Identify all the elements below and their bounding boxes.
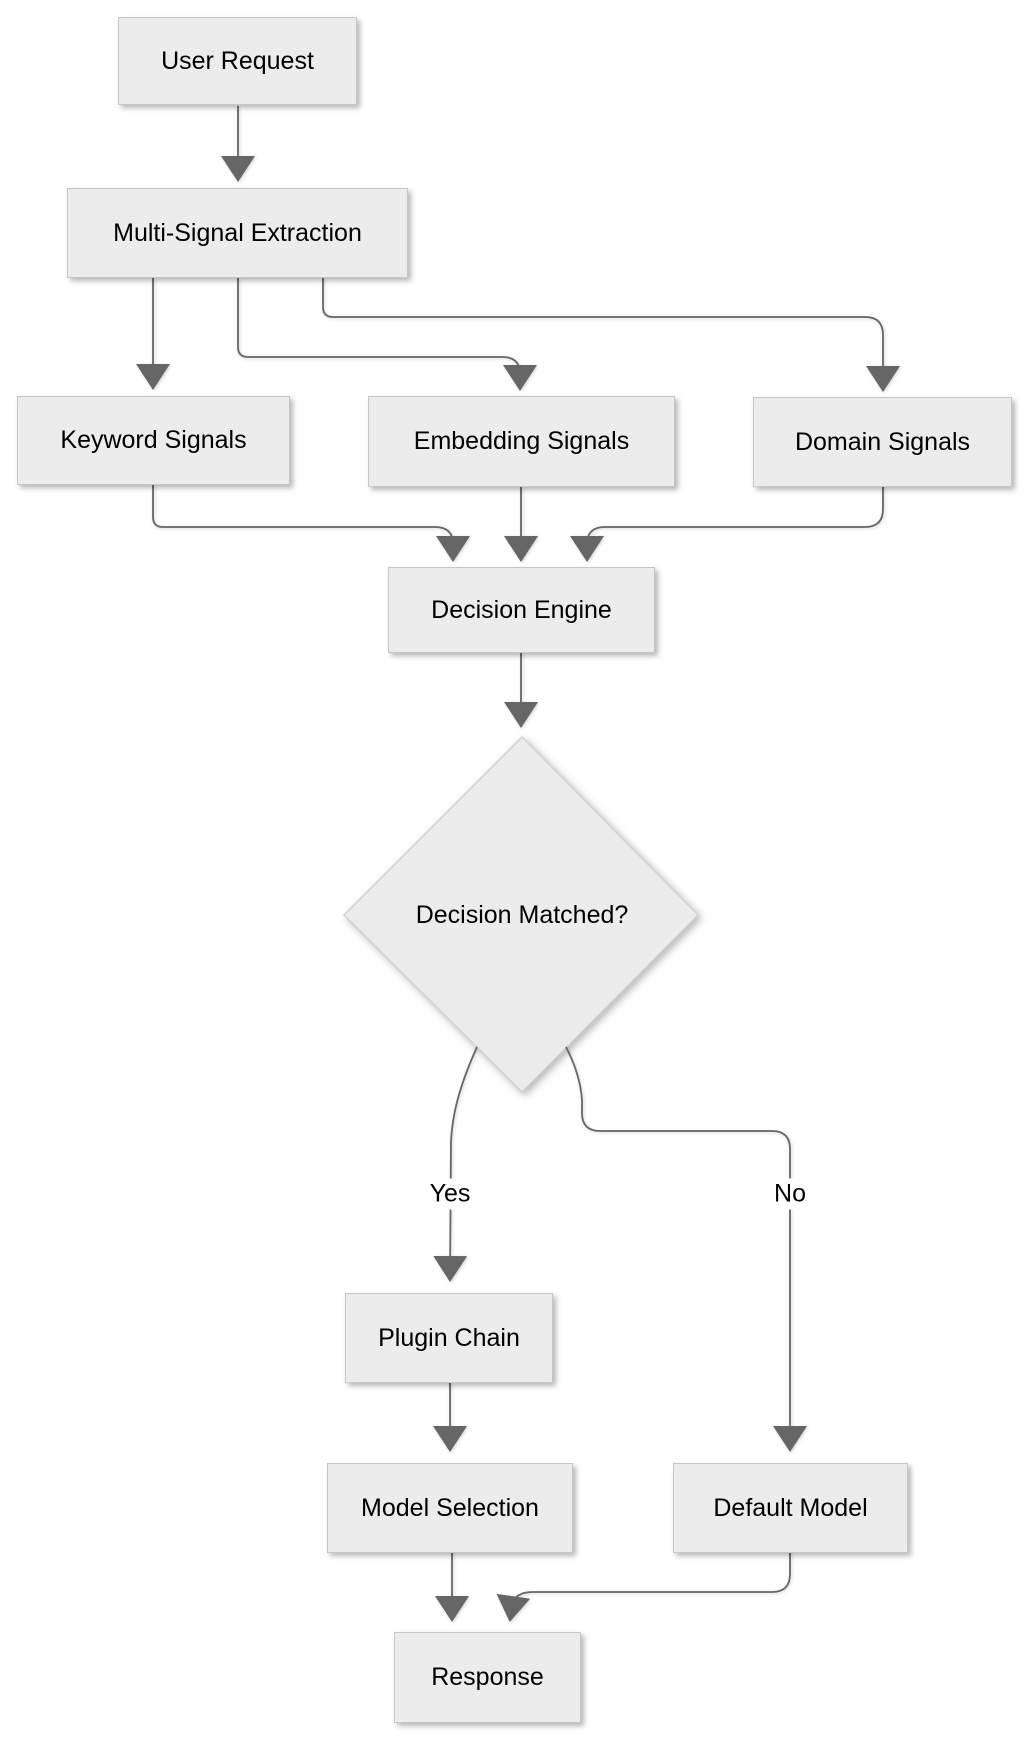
edge-diamond-no-to-default-model [565, 1046, 807, 1452]
node-decision-engine: Decision Engine [388, 567, 655, 653]
edge-multi-signal-to-domain [322, 278, 900, 392]
node-keyword-signals: Keyword Signals [17, 396, 290, 485]
edge-diamond-yes-to-plugin-chain [433, 1046, 478, 1282]
node-plugin-chain: Plugin Chain [345, 1293, 553, 1383]
edge-label-yes: Yes [421, 1178, 479, 1210]
edge-multi-signal-to-embedding [237, 278, 537, 391]
node-user-request-label: User Request [161, 46, 314, 75]
node-domain-signals-label: Domain Signals [794, 427, 971, 456]
node-embedding-signals-label: Embedding Signals [413, 427, 630, 455]
node-embedding-signals: Embedding Signals [368, 396, 675, 487]
node-plugin-chain-label: Plugin Chain [378, 1323, 520, 1352]
node-decision-engine-label: Decision Engine [431, 595, 612, 624]
node-decision-matched-label-box: Decision Matched? [372, 890, 672, 940]
node-response-label: Response [431, 1663, 544, 1691]
node-model-selection-label: Model Selection [361, 1493, 539, 1522]
edge-keyword-to-decision-engine [152, 485, 470, 562]
node-domain-signals: Domain Signals [753, 397, 1012, 487]
node-response: Response [394, 1632, 581, 1723]
node-default-model-label: Default Model [713, 1493, 868, 1522]
edge-domain-to-decision-engine [570, 487, 884, 562]
node-model-selection: Model Selection [327, 1463, 573, 1553]
edge-label-no: No [766, 1178, 814, 1210]
node-multi-signal-extraction: Multi-Signal Extraction [67, 188, 408, 278]
node-keyword-signals-label: Keyword Signals [60, 426, 247, 454]
node-decision-matched-label: Decision Matched? [415, 900, 629, 929]
decision-matched-diamond-shape [342, 735, 700, 1094]
edge-default-model-to-response [496, 1553, 791, 1622]
node-user-request: User Request [118, 17, 357, 105]
node-multi-signal-extraction-label: Multi-Signal Extraction [113, 218, 362, 247]
node-default-model: Default Model [673, 1463, 908, 1553]
